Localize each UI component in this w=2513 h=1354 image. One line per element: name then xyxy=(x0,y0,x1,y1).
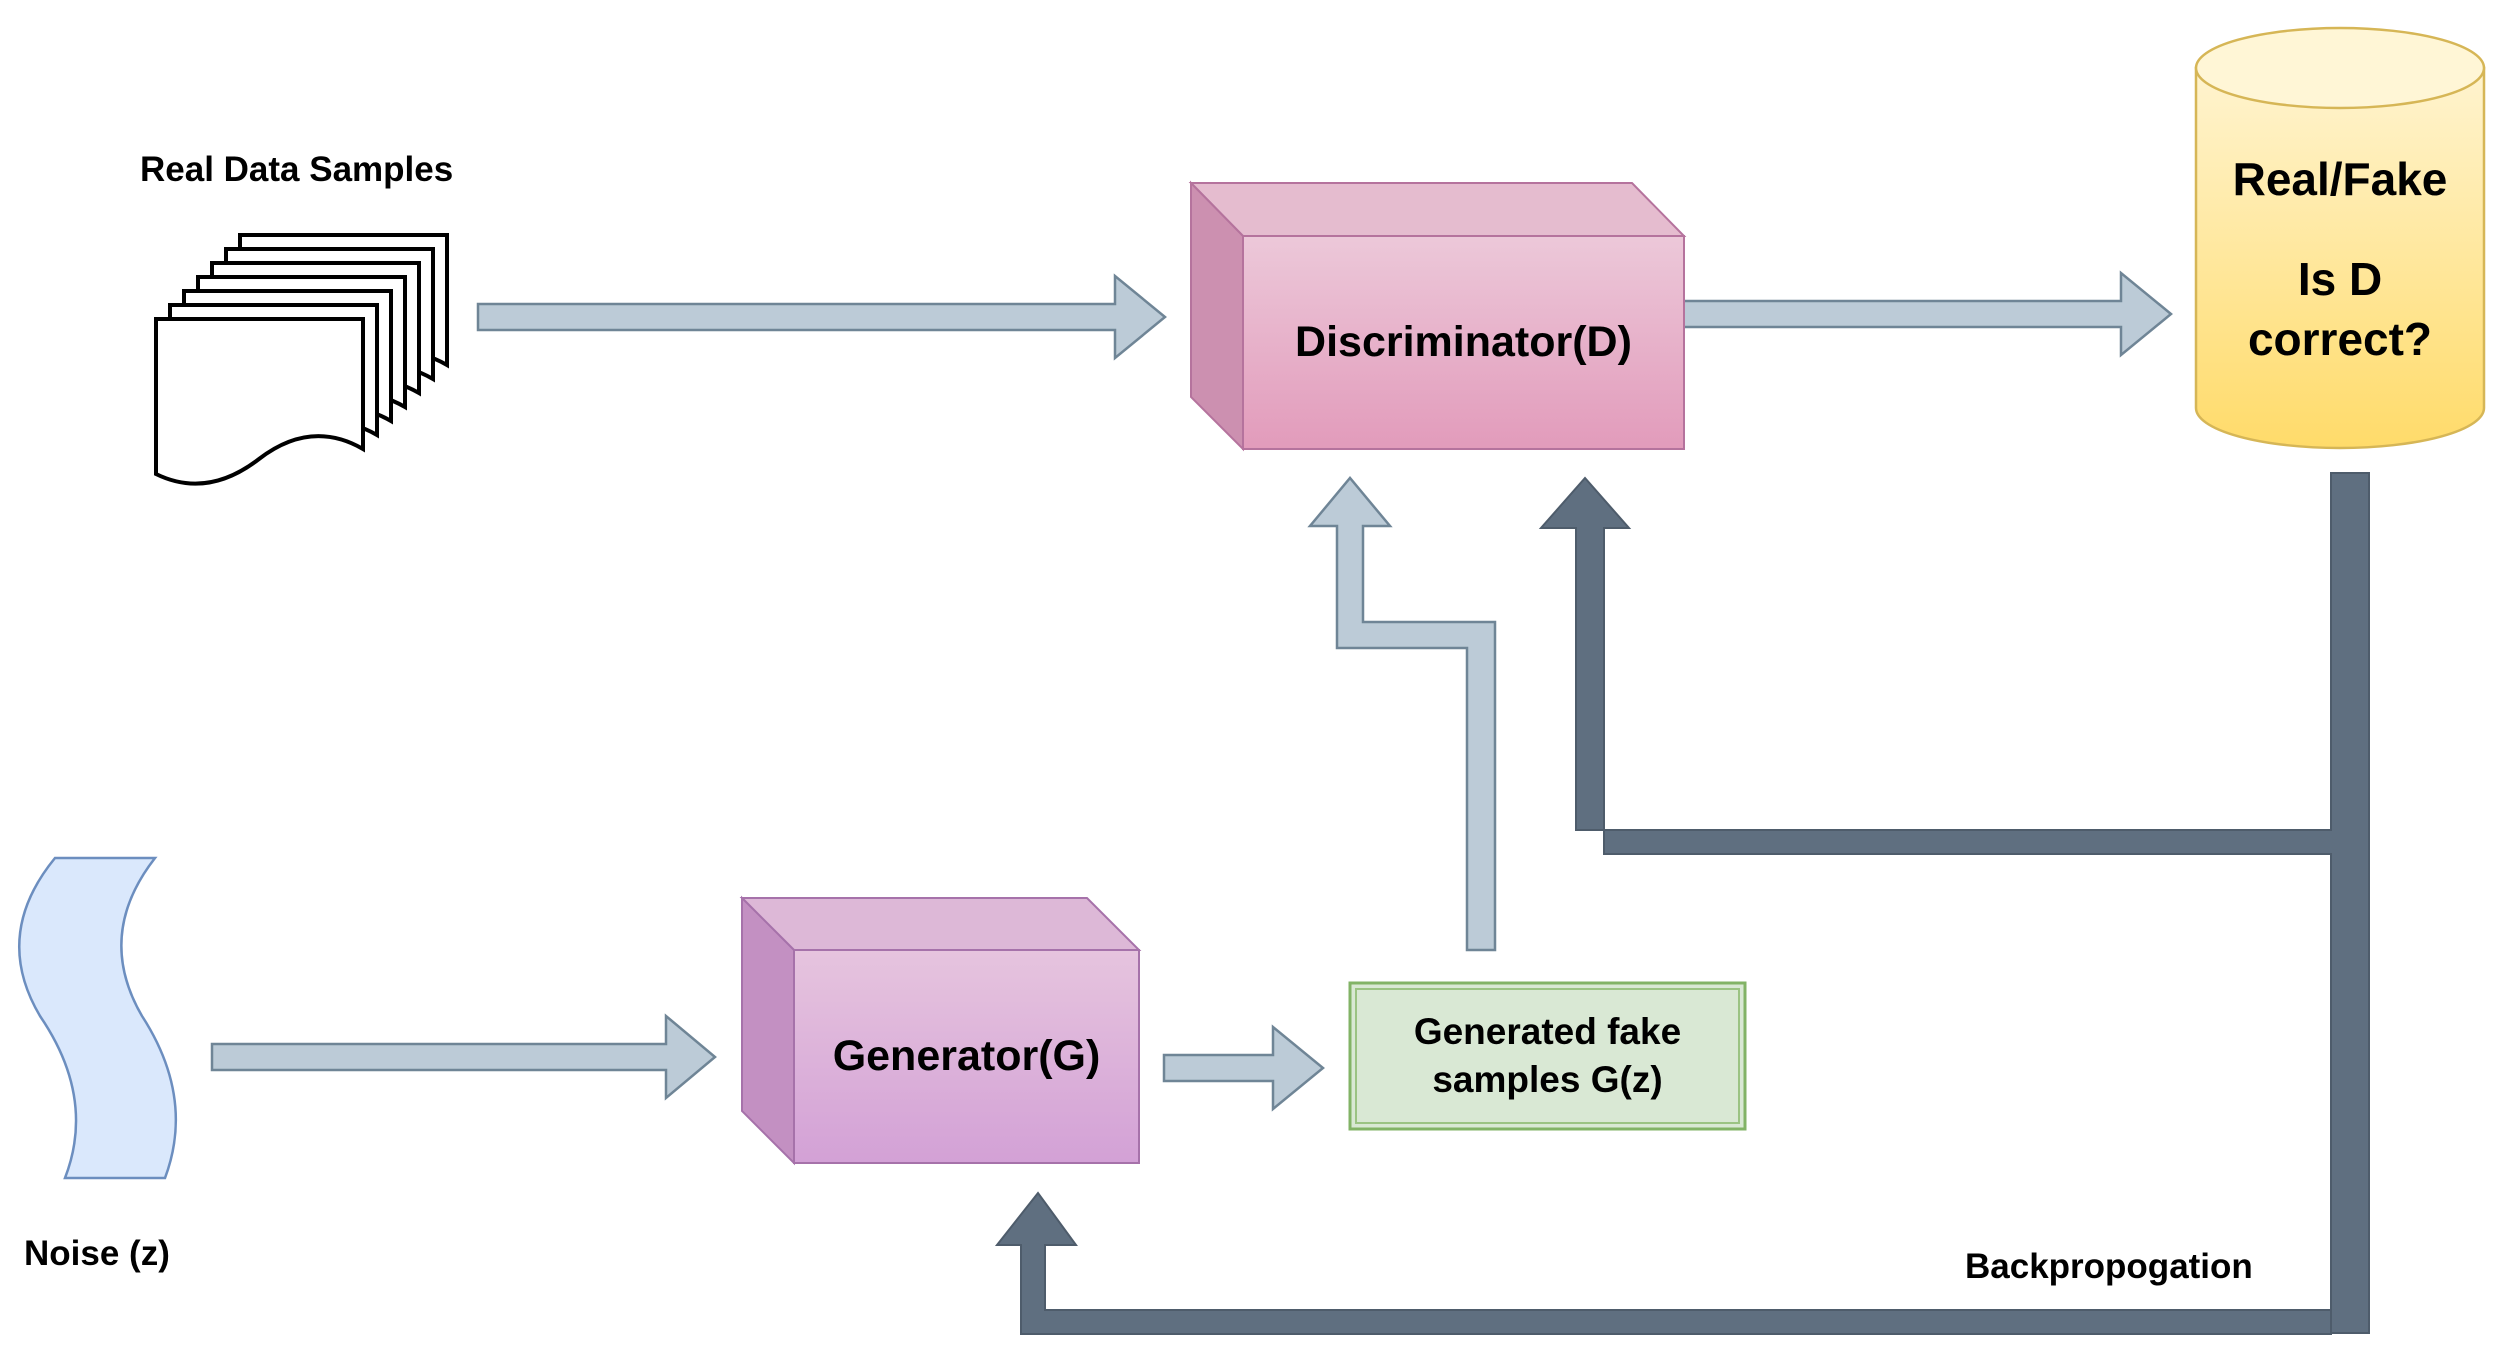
output-cylinder xyxy=(2194,26,2486,450)
real-data-label: Real Data Samples xyxy=(140,150,454,189)
arrow-discriminator-to-output xyxy=(1667,270,2173,358)
arrow-fake-to-discriminator xyxy=(1307,476,1497,952)
backprop-arrow-to-generator xyxy=(994,1191,2332,1335)
noise-label: Noise (z) xyxy=(24,1234,170,1273)
arrow-generator-to-fake xyxy=(1162,1024,1325,1112)
discriminator-label: Discriminator(D) xyxy=(1295,318,1632,366)
generator-label: Generator(G) xyxy=(832,1032,1101,1080)
noise-wave-icon xyxy=(17,856,178,1180)
real-data-documents-icon xyxy=(154,233,449,486)
discriminator-box xyxy=(1188,180,1687,452)
backprop-arrow-to-discriminator xyxy=(1538,472,2370,1334)
generator-box xyxy=(739,895,1142,1166)
output-label: Real/Fake Is D correct? xyxy=(2232,153,2448,365)
fake-samples-label: Generated fake samples G(z) xyxy=(1413,1010,1682,1100)
backprop-label: Backpropogation xyxy=(1965,1247,2253,1286)
arrow-real-to-discriminator xyxy=(476,273,1167,361)
arrow-noise-to-generator xyxy=(210,1013,717,1101)
fake-samples-box xyxy=(1348,981,1747,1131)
